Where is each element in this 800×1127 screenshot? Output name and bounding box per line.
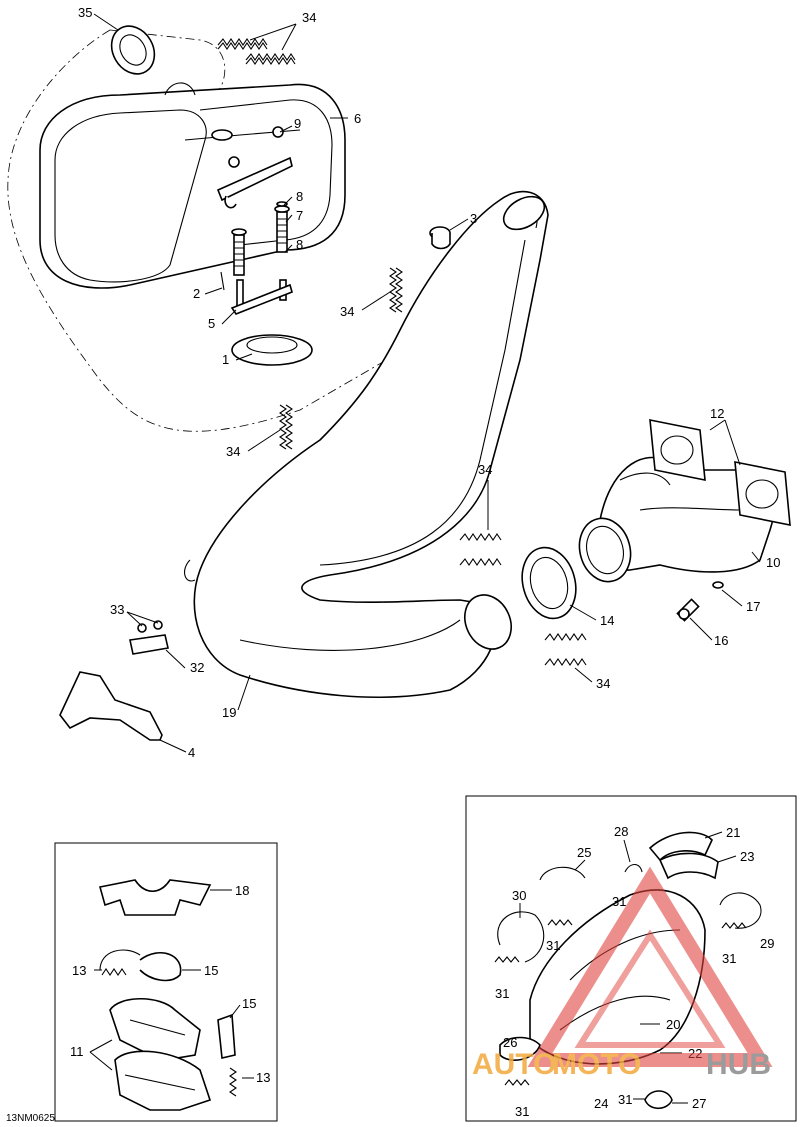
callout-31: 31: [515, 1104, 529, 1119]
callout-2: 2: [193, 286, 200, 301]
callout-13: 13: [72, 963, 86, 978]
exhaust-pipe: [184, 190, 549, 699]
callout-7: 7: [296, 208, 303, 223]
pipe-support-bracket: [59, 620, 169, 741]
callout-32: 32: [190, 660, 204, 675]
callout-34: 34: [340, 304, 354, 319]
inset-frame-right: [465, 795, 797, 1122]
muffler-body: [39, 82, 346, 289]
callout-21: 21: [726, 825, 740, 840]
callout-3: 3: [470, 211, 477, 226]
muffler-bracket: [216, 126, 293, 209]
spring-13-and-clamp-15: [99, 949, 182, 982]
callout-34: 34: [478, 462, 492, 477]
callout-labels: 35 34 6 9 8 7 8 2 5 1 3 34 34 34 12 10 1…: [70, 5, 780, 1119]
muffler-inlet-ring: [110, 25, 156, 75]
callout-34: 34: [302, 10, 316, 25]
callout-31: 31: [546, 938, 560, 953]
spring-mid-3: [459, 533, 502, 566]
callout-34: 34: [226, 444, 240, 459]
spring-mid-1: [389, 267, 403, 313]
spring-top-2: [245, 53, 296, 65]
callout-30: 30: [512, 888, 526, 903]
spring-mid-4: [544, 633, 587, 666]
callout-33: 33: [110, 602, 124, 617]
callout-34: 34: [596, 676, 610, 691]
callout-11: 11: [70, 1044, 84, 1059]
callout-23: 23: [740, 849, 754, 864]
clip-15-and-spring-13: [217, 1013, 237, 1097]
callout-28: 28: [614, 824, 628, 839]
callout-15: 15: [204, 963, 218, 978]
inset-frame-left: [54, 842, 278, 1122]
callout-17: 17: [746, 599, 760, 614]
callout-14: 14: [600, 613, 614, 628]
callout-1: 1: [222, 352, 229, 367]
callout-15: 15: [242, 996, 256, 1011]
watermark-text-moto: MOTO: [552, 1048, 641, 1081]
callout-10: 10: [766, 555, 780, 570]
callout-5: 5: [208, 316, 215, 331]
watermark-text-hub: HUB: [706, 1048, 771, 1081]
heat-shield-18: [98, 879, 212, 916]
callout-4: 4: [188, 745, 195, 760]
callout-31: 31: [612, 894, 626, 909]
seal-ring-14: [521, 546, 577, 620]
callout-9: 9: [294, 116, 301, 131]
callout-13: 13: [256, 1070, 270, 1085]
callout-18: 18: [235, 883, 249, 898]
rubber-grommet-1: [231, 334, 313, 366]
callout-31: 31: [495, 986, 509, 1001]
callout-8: 8: [296, 189, 303, 204]
callout-31: 31: [722, 951, 736, 966]
callout-25: 25: [577, 845, 591, 860]
callout-27: 27: [692, 1096, 706, 1111]
heat-shield-11: [109, 998, 212, 1111]
callout-8: 8: [296, 237, 303, 252]
callout-12: 12: [710, 406, 724, 421]
leader-lines: [89, 13, 761, 1104]
spring-top-1: [217, 38, 268, 50]
gasket-12-b: [734, 461, 791, 526]
rubber-bumper-3: [429, 226, 451, 250]
screws-and-grommets: [220, 201, 293, 315]
callout-19: 19: [222, 705, 236, 720]
watermark-logo: AUTO MOTO HUB: [472, 866, 773, 1081]
heat-shield-21-23: [648, 831, 719, 880]
callout-6: 6: [354, 111, 361, 126]
drawing-code: 13NM0625: [6, 1113, 55, 1124]
callout-31: 31: [618, 1092, 632, 1107]
watermark-text-auto: AUTO: [472, 1048, 556, 1081]
bolt-16-and-washer-17: [676, 581, 724, 622]
callout-29: 29: [760, 936, 774, 951]
callout-24: 24: [594, 1096, 608, 1111]
callout-35: 35: [78, 5, 92, 20]
callout-20: 20: [666, 1017, 680, 1032]
watermark-triangle-icon: [527, 866, 773, 1067]
gasket-12-a: [649, 419, 706, 481]
clamps-30-29-27: [497, 866, 762, 1110]
manifold-outlet-flange: [578, 517, 632, 583]
spring-mid-2: [279, 404, 293, 450]
callout-16: 16: [714, 633, 728, 648]
springs-31: [494, 863, 747, 1086]
callout-26: 26: [503, 1035, 517, 1050]
